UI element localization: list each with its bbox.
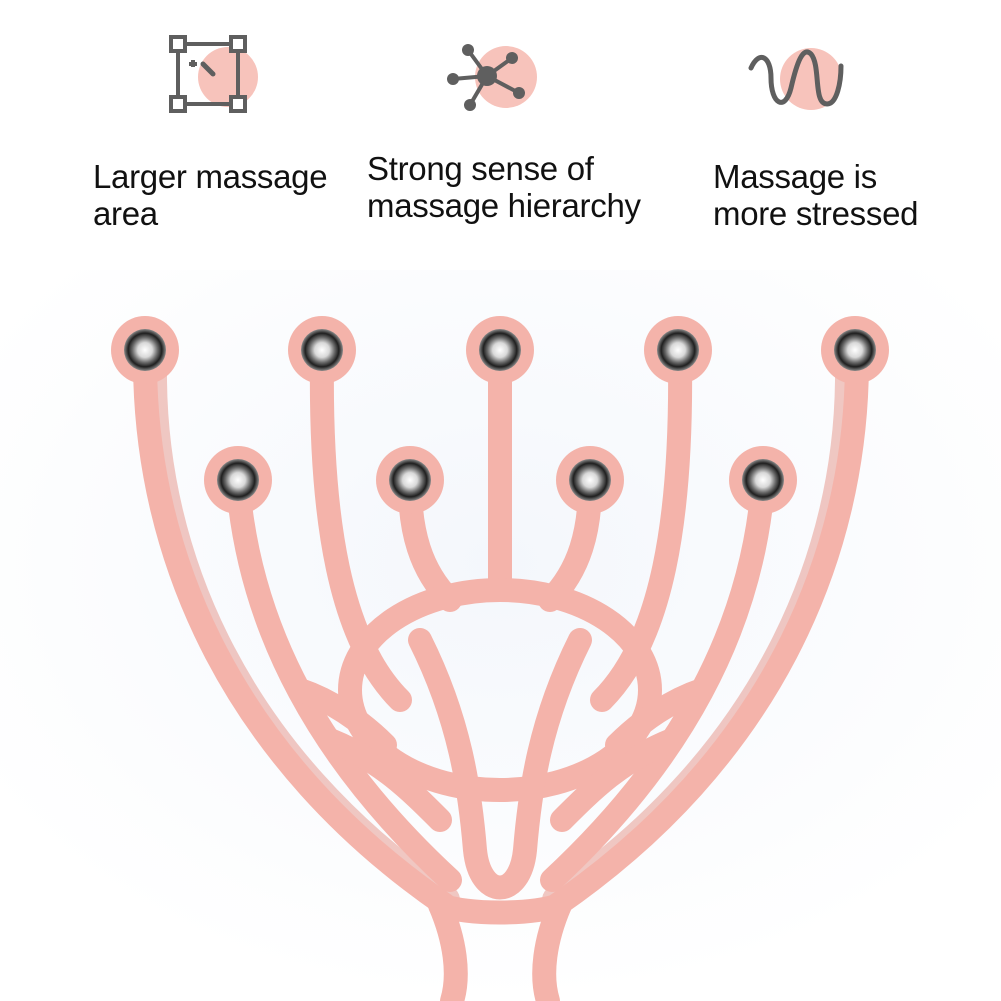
massage-ball-tips <box>111 316 889 514</box>
feature-label-pressure: Massage is more stressed <box>713 158 919 232</box>
scalp-massager-illustration <box>0 270 1001 1001</box>
network-nodes-icon <box>447 44 537 111</box>
square-selection-icon <box>169 35 258 113</box>
wave-icon <box>748 48 844 110</box>
feature-label-hierarchy: Strong sense of massage hierarchy <box>367 150 641 224</box>
feature-label-area: Larger massage area <box>93 158 328 232</box>
